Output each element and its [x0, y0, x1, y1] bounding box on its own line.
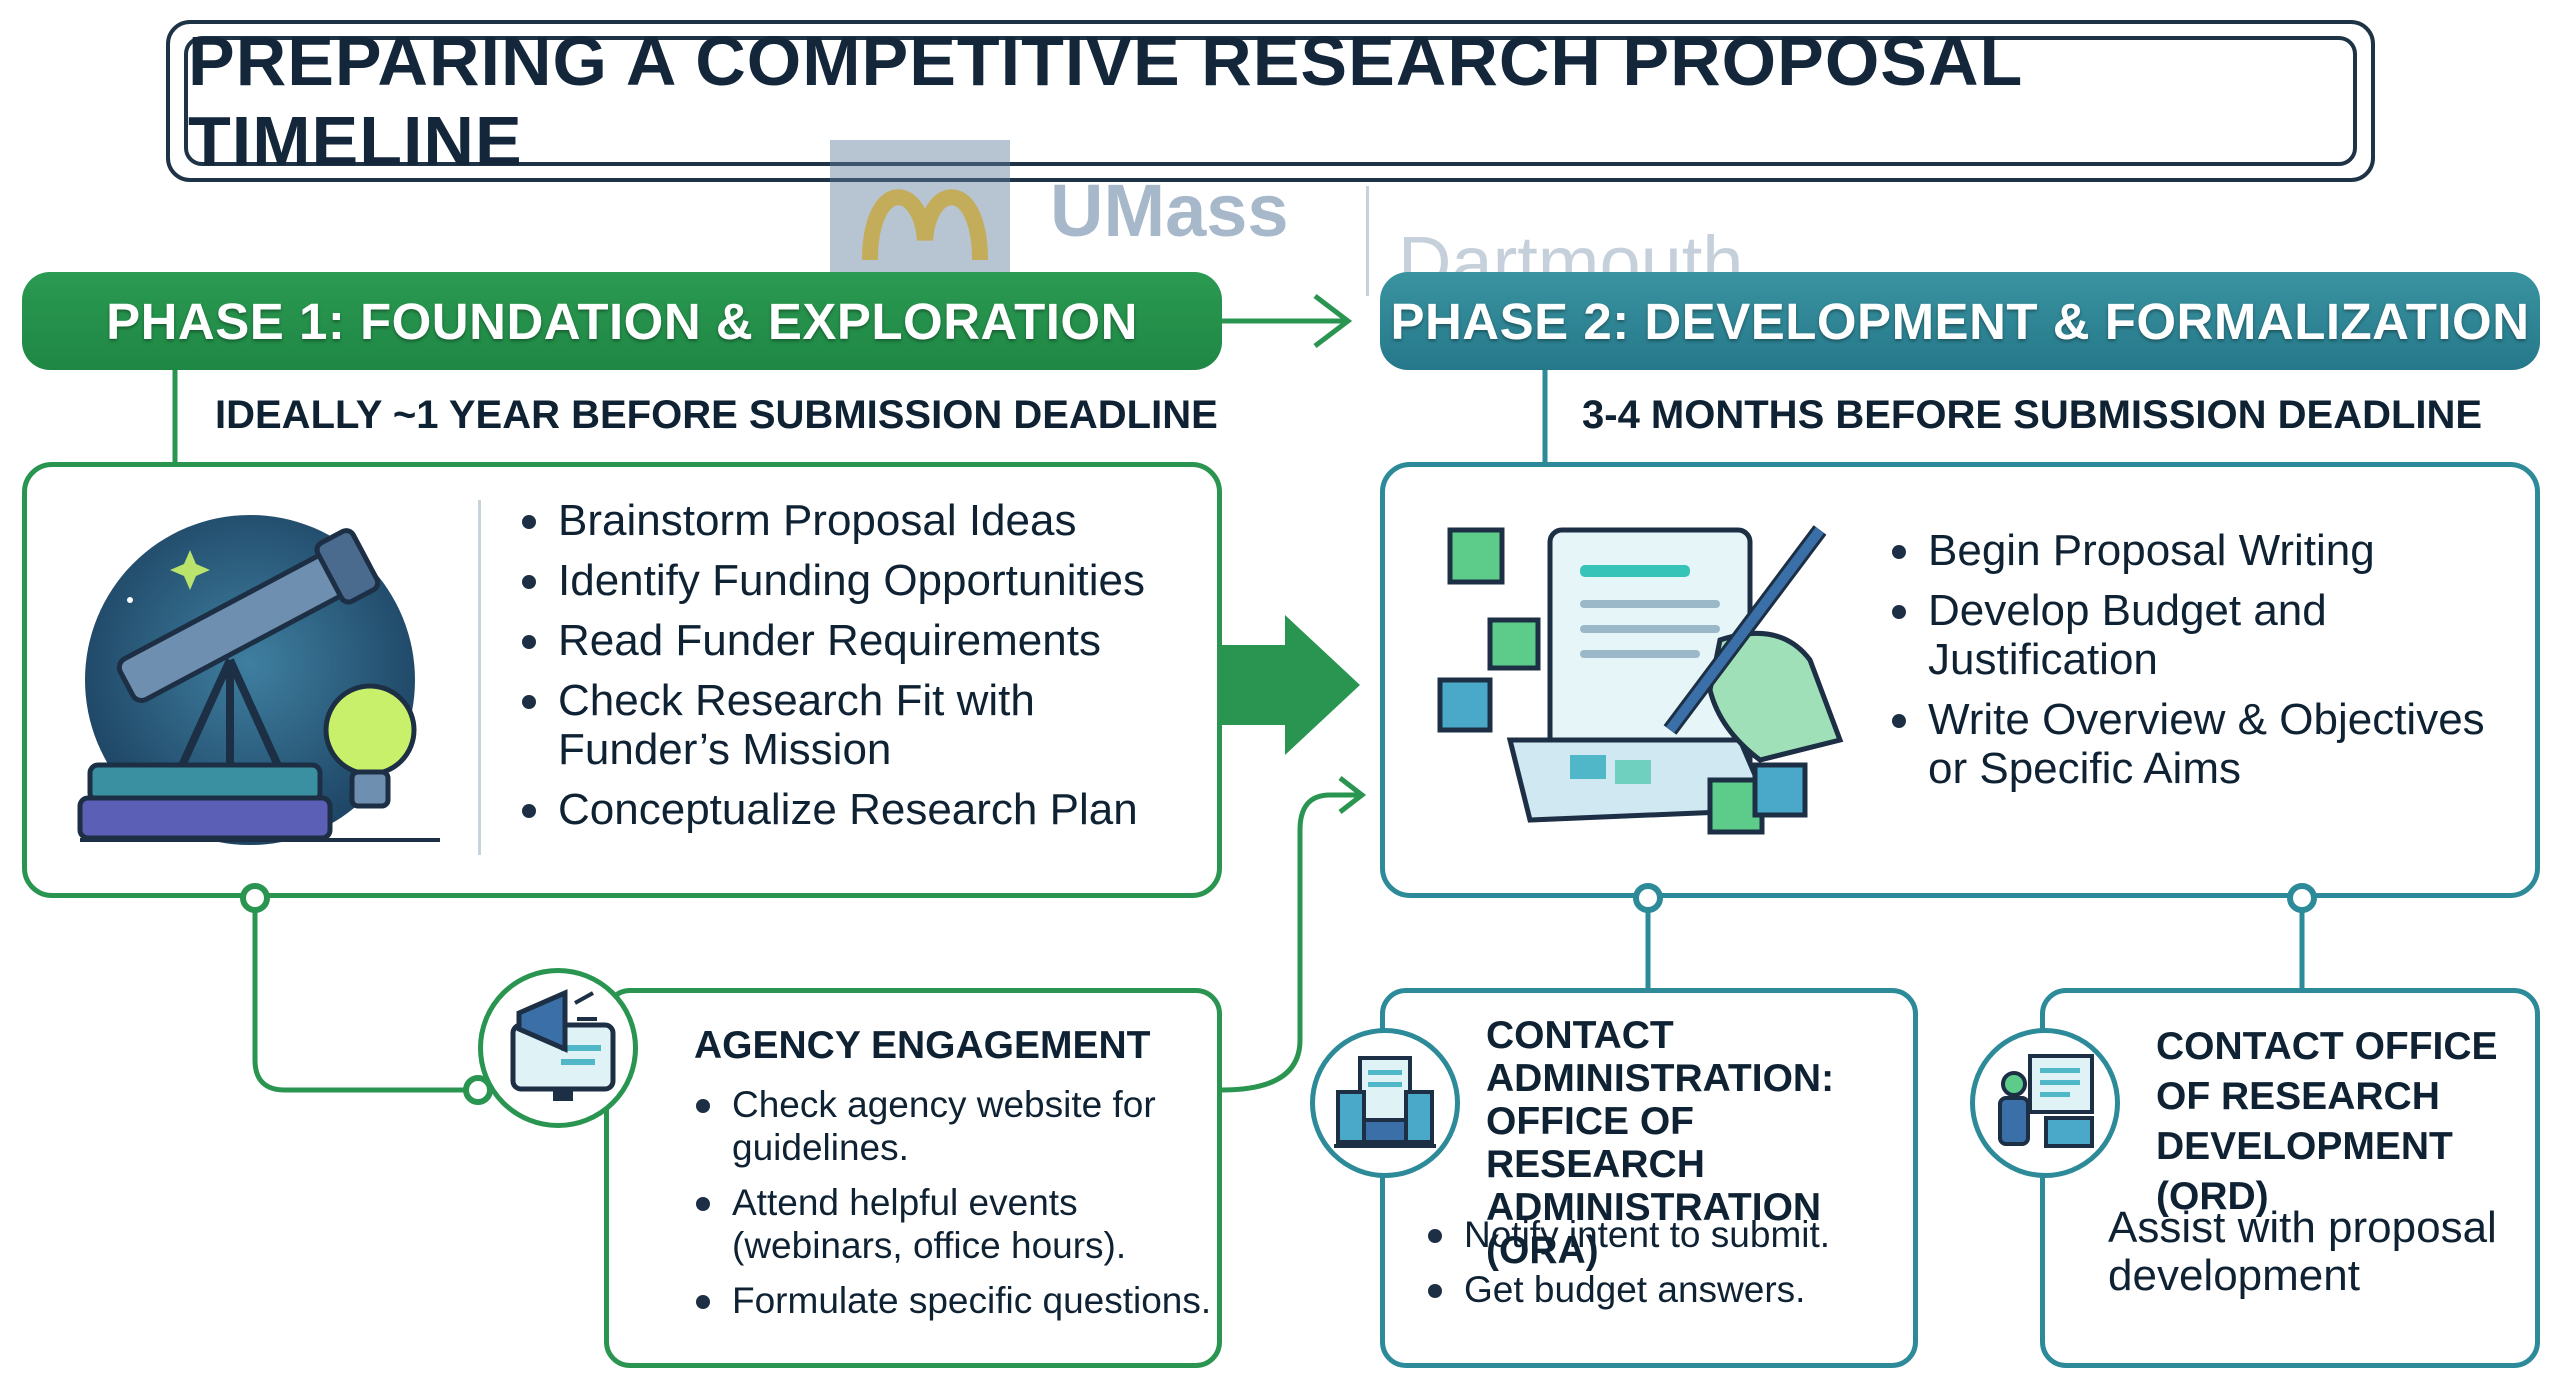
title-frame — [166, 20, 2375, 182]
phase-arrow-icon — [1222, 615, 1360, 755]
phase1-banner: PHASE 1: FOUNDATION & EXPLORATION — [22, 272, 1222, 370]
ora-list: Notify intent to submit. Get budget answ… — [1426, 1213, 1906, 1323]
list-item: Check Research Fit with Funder’s Mission — [520, 676, 1200, 774]
list-item: Get budget answers. — [1426, 1268, 1906, 1311]
agency-node — [463, 1075, 493, 1105]
list-item: Attend helpful events (webinars, office … — [694, 1181, 1214, 1267]
agency-to-p2-link — [1221, 792, 1360, 1093]
umass-logo-icon — [830, 140, 1010, 290]
ord-description: Assist with proposal development — [2108, 1203, 2497, 1300]
list-item: Write Overview & Objectives or Specific … — [1890, 695, 2530, 793]
ora-heading: CONTACT ADMINISTRATION: OFFICE OF RESEAR… — [1486, 1014, 1835, 1272]
list-item: Read Funder Requirements — [520, 616, 1200, 665]
document-pen-blocks-icon — [1437, 525, 1844, 835]
p1-node — [240, 883, 270, 913]
watermark-brand: UMass — [1050, 169, 1289, 252]
agency-arrow-head — [1338, 776, 1367, 814]
list-item: Notify intent to submit. — [1426, 1213, 1906, 1256]
ora-box — [1380, 988, 1918, 1368]
list-item: Begin Proposal Writing — [1890, 526, 2530, 575]
phase2-banner: PHASE 2: DEVELOPMENT & FORMALIZATION — [1380, 272, 2540, 370]
ord-heading: CONTACT OFFICE OF RESEARCH DEVELOPMENT (… — [2156, 1025, 2498, 1218]
list-item: Brainstorm Proposal Ideas — [520, 496, 1200, 545]
agency-list: Check agency website for guidelines. Att… — [694, 1083, 1214, 1334]
list-item: Develop Budget and Justification — [1890, 586, 2530, 684]
list-item: Conceptualize Research Plan — [520, 785, 1200, 834]
banner-arrow-head — [1313, 294, 1353, 348]
list-item: Identify Funding Opportunities — [520, 556, 1200, 605]
title-box: PREPARING A COMPETITIVE RESEARCH PROPOSA… — [184, 22, 2357, 180]
ord-box — [2040, 988, 2540, 1368]
watermark-divider — [1366, 186, 1369, 296]
phase1-divider — [478, 500, 481, 855]
p1-to-agency-link — [252, 898, 478, 1093]
phase2-timing: 3-4 MONTHS BEFORE SUBMISSION DEADLINE — [1582, 393, 2483, 437]
agency-heading: AGENCY ENGAGEMENT — [694, 1024, 1151, 1067]
presenter-board-icon — [1998, 1054, 2094, 1148]
phase1-timing: IDEALLY ~1 YEAR BEFORE SUBMISSION DEADLI… — [215, 393, 1218, 437]
megaphone-monitor-icon — [510, 989, 616, 1101]
phase1-list: Brainstorm Proposal Ideas Identify Fundi… — [520, 496, 1200, 845]
phase2-list: Begin Proposal Writing Develop Budget an… — [1890, 526, 2530, 804]
list-item: Formulate specific questions. — [694, 1279, 1214, 1322]
p2-node-left — [1633, 883, 1663, 913]
page-title: PREPARING A COMPETITIVE RESEARCH PROPOSA… — [188, 22, 2022, 180]
office-building-icon — [1334, 1056, 1436, 1148]
p2-node-right — [2287, 883, 2317, 913]
list-item: Check agency website for guidelines. — [694, 1083, 1214, 1169]
telescope-books-lightbulb-icon — [77, 515, 440, 845]
